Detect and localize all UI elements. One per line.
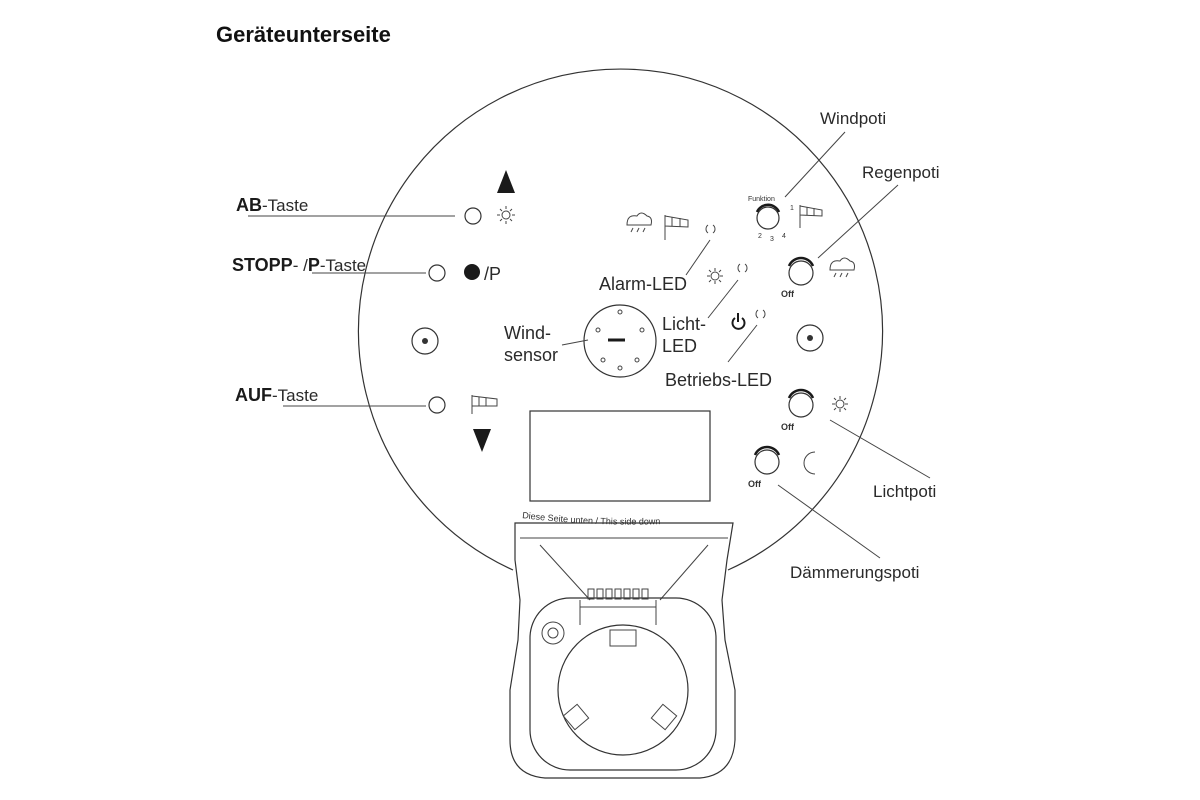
daemmerungspoti-knob[interactable] <box>753 445 781 475</box>
windpoti-windsock-icon <box>799 205 823 228</box>
windsensor-label-1: Wind- <box>504 323 551 343</box>
licht-sun-icon <box>707 268 723 284</box>
licht-led-leader-line <box>707 279 739 319</box>
regenpoti-knob[interactable] <box>787 256 815 286</box>
contact-comb <box>579 588 657 625</box>
mounting-screw-right <box>796 324 824 352</box>
alarm-led-label: Alarm-LED <box>599 274 687 294</box>
rain-cloud-icon <box>626 212 652 233</box>
moon-icon <box>803 451 816 475</box>
lichtpoti-off-label: Off <box>781 422 795 432</box>
daemmerungspoti-leader-line <box>777 484 881 559</box>
regenpoti-cloud-icon <box>829 257 855 278</box>
windpoti-scale-mark: 1 <box>790 205 794 212</box>
regenpoti-leader-line <box>817 184 899 259</box>
ab-button[interactable] <box>464 207 482 225</box>
daemmerungspoti-off-label: Off <box>748 479 762 489</box>
windpoti-knob[interactable] <box>755 203 781 230</box>
device-housing: Diese Seite unten / This side down <box>357 68 884 779</box>
lichtpoti-sun-icon <box>832 396 848 412</box>
windpoti-funktion-label: Funktion <box>748 196 775 203</box>
lichtpoti-knob[interactable] <box>787 388 815 418</box>
windpoti-scale-mark: 3 <box>770 236 774 243</box>
stopp-taste-label: STOPP- /P-Taste <box>232 255 366 275</box>
display-window <box>529 410 711 502</box>
betriebs-led <box>755 309 766 319</box>
windpoti-scale-mark: 2 <box>758 233 762 240</box>
betriebs-led-label: Betriebs-LED <box>665 370 772 390</box>
licht-led-label-1: Licht- <box>662 314 706 334</box>
mounting-screw-left <box>411 327 439 355</box>
plug-adapter <box>509 522 736 779</box>
up-arrow-icon <box>497 170 515 193</box>
auf-taste-label: AUF-Taste <box>235 385 318 405</box>
ab-taste-label: AB-Taste <box>236 195 308 215</box>
alarm-led-leader-line <box>685 239 711 276</box>
windsensor-leader-line <box>561 339 589 346</box>
sun-icon <box>497 206 515 224</box>
betriebs-led-leader-line <box>727 324 758 363</box>
windsock-icon <box>471 395 498 414</box>
stopp-button[interactable] <box>428 264 446 282</box>
windpoti-label: Windpoti <box>820 109 886 128</box>
socket-opening <box>557 624 689 756</box>
stopp-symbol: /P <box>484 264 501 284</box>
lichtpoti-label: Lichtpoti <box>873 482 936 501</box>
alarm-led <box>705 224 716 234</box>
lichtpoti-leader-line <box>829 419 931 479</box>
auf-button[interactable] <box>428 396 446 414</box>
power-icon <box>731 313 746 330</box>
licht-led-label-2: LED <box>662 336 697 356</box>
side-marker-text: Diese Seite unten / This side down <box>522 510 661 526</box>
stopp-dot-icon <box>464 264 480 280</box>
alarm-windsock-icon <box>664 215 689 240</box>
regenpoti-off-label: Off <box>781 289 795 299</box>
daemmerungspoti-label: Dämmerungspoti <box>790 563 919 582</box>
page-title: Geräteunterseite <box>216 22 391 47</box>
down-arrow-icon <box>473 429 491 452</box>
windpoti-scale-mark: 4 <box>782 233 786 240</box>
licht-led <box>737 263 748 273</box>
socket-frame <box>529 597 717 771</box>
wind-sensor <box>583 304 657 378</box>
windsensor-label-2: sensor <box>504 345 558 365</box>
regenpoti-label: Regenpoti <box>862 163 940 182</box>
windpoti-leader-line <box>784 131 846 198</box>
